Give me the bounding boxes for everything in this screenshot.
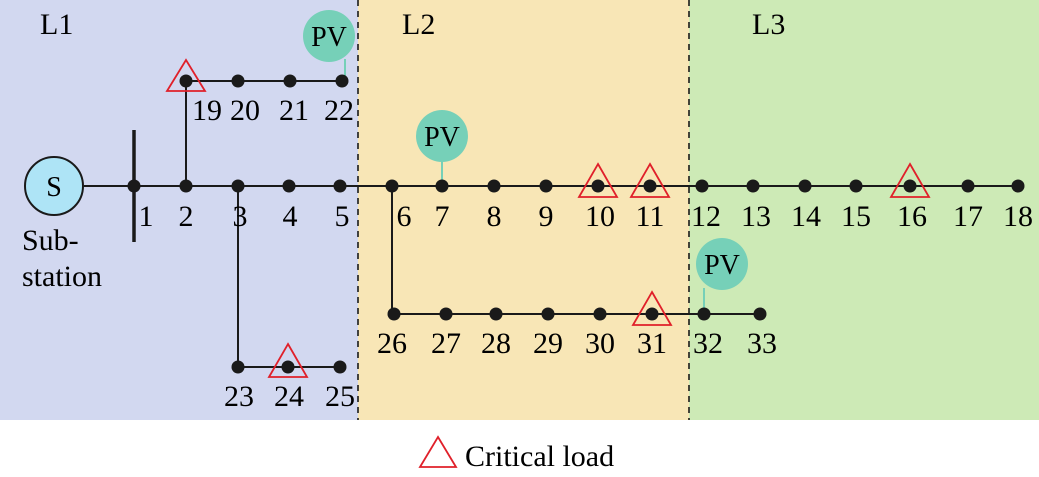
bus-node-6 bbox=[385, 179, 399, 193]
legend: Critical load bbox=[418, 435, 614, 473]
bus-node-14 bbox=[798, 179, 812, 193]
bus-node-7 bbox=[435, 179, 449, 193]
pv-icon bbox=[303, 10, 355, 62]
bus-node-27 bbox=[439, 307, 453, 321]
bus-node-24 bbox=[281, 360, 295, 374]
bus-label-31: 31 bbox=[637, 327, 667, 360]
bus-label-29: 29 bbox=[533, 327, 563, 360]
bus-label-19: 19 bbox=[192, 94, 222, 127]
bus-node-32 bbox=[697, 307, 711, 321]
critical-load-triangle-bus-31 bbox=[631, 290, 673, 326]
bus-node-12 bbox=[695, 179, 709, 193]
substation-label-line1: Sub- bbox=[22, 224, 79, 257]
critical-load-triangle-bus-11 bbox=[629, 162, 671, 198]
bus-label-16: 16 bbox=[897, 200, 927, 233]
critical-load-legend-label: Critical load bbox=[465, 440, 614, 473]
critical-load-triangle-bus-19 bbox=[165, 58, 207, 92]
bus-label-23: 23 bbox=[224, 380, 254, 413]
critical-load-legend-icon bbox=[418, 435, 458, 468]
bus-node-19 bbox=[179, 74, 193, 88]
bus-label-6: 6 bbox=[397, 200, 412, 233]
bus-node-21 bbox=[283, 74, 297, 88]
critical-load-markers bbox=[165, 58, 931, 378]
bus-nodes bbox=[127, 74, 1025, 374]
bus-node-2 bbox=[179, 179, 193, 193]
bus-node-23 bbox=[231, 360, 245, 374]
critical-load-triangle-bus-16 bbox=[889, 162, 931, 198]
bus-node-30 bbox=[593, 307, 607, 321]
bus-label-14: 14 bbox=[791, 200, 821, 233]
bus-labels: 1 2 3 4 5 6 7 8 9 10 11 12 13 14 15 16 1… bbox=[139, 94, 1034, 413]
pv-unit-bus-22: PV bbox=[303, 10, 355, 62]
bus-label-11: 11 bbox=[636, 200, 665, 233]
bus-label-4: 4 bbox=[283, 200, 298, 233]
bus-node-26 bbox=[387, 307, 401, 321]
bus-node-29 bbox=[541, 307, 555, 321]
substation-symbol: S bbox=[46, 172, 62, 203]
bus-node-11 bbox=[643, 179, 657, 193]
substation: S Sub- station bbox=[22, 156, 102, 293]
bus-node-4 bbox=[282, 179, 296, 193]
bus-label-30: 30 bbox=[585, 327, 615, 360]
substation-label-line2: station bbox=[22, 260, 102, 293]
bus-label-25: 25 bbox=[325, 380, 355, 413]
zone-label-l1: L1 bbox=[40, 8, 73, 41]
bus-node-3 bbox=[231, 179, 245, 193]
zone-l2-background bbox=[358, 0, 689, 420]
bus-label-27: 27 bbox=[431, 327, 461, 360]
pv-icon bbox=[696, 238, 748, 290]
zone-label-l2: L2 bbox=[402, 8, 435, 41]
bus-label-15: 15 bbox=[841, 200, 871, 233]
bus-node-13 bbox=[746, 179, 760, 193]
critical-load-triangle-bus-24 bbox=[267, 342, 309, 378]
bus-node-25 bbox=[333, 360, 347, 374]
bus-label-12: 12 bbox=[691, 200, 721, 233]
bus-label-18: 18 bbox=[1003, 200, 1033, 233]
bus-node-9 bbox=[539, 179, 553, 193]
bus-node-15 bbox=[849, 179, 863, 193]
bus-label-17: 17 bbox=[953, 200, 983, 233]
bus-label-13: 13 bbox=[741, 200, 771, 233]
bus-node-1 bbox=[127, 179, 141, 193]
pv-unit-bus-32: PV bbox=[696, 238, 748, 290]
pv-icon bbox=[416, 110, 468, 162]
bus-node-16 bbox=[903, 179, 917, 193]
bus-node-18 bbox=[1011, 179, 1025, 193]
pv-unit-bus-7: PV bbox=[416, 110, 468, 162]
pv-label: PV bbox=[424, 122, 460, 153]
bus-label-3: 3 bbox=[233, 200, 248, 233]
bus-label-26: 26 bbox=[377, 327, 407, 360]
pv-label: PV bbox=[311, 22, 347, 53]
bus-label-21: 21 bbox=[279, 94, 309, 127]
bus-label-24: 24 bbox=[274, 380, 304, 413]
bus-node-22 bbox=[335, 74, 349, 88]
bus-node-31 bbox=[645, 307, 659, 321]
bus-node-20 bbox=[231, 74, 245, 88]
bus-node-8 bbox=[487, 179, 501, 193]
critical-load-triangle-bus-10 bbox=[577, 162, 619, 198]
bus-label-20: 20 bbox=[230, 94, 260, 127]
bus-label-32: 32 bbox=[693, 327, 723, 360]
bus-label-8: 8 bbox=[487, 200, 502, 233]
zone-l3-background bbox=[689, 0, 1039, 420]
bus-label-33: 33 bbox=[747, 327, 777, 360]
zone-label-l3: L3 bbox=[752, 8, 785, 41]
bus-label-10: 10 bbox=[585, 200, 615, 233]
bus-label-9: 9 bbox=[539, 200, 554, 233]
bus-label-28: 28 bbox=[481, 327, 511, 360]
bus-node-28 bbox=[489, 307, 503, 321]
bus-label-5: 5 bbox=[335, 200, 350, 233]
bus-node-10 bbox=[591, 179, 605, 193]
bus-node-33 bbox=[753, 307, 767, 321]
bus-node-5 bbox=[333, 179, 347, 193]
bus-label-7: 7 bbox=[435, 200, 450, 233]
bus-label-1: 1 bbox=[139, 200, 154, 233]
pv-label: PV bbox=[704, 250, 740, 281]
bus-node-17 bbox=[961, 179, 975, 193]
bus-label-2: 2 bbox=[179, 200, 194, 233]
substation-circle bbox=[24, 156, 84, 216]
bus-label-22: 22 bbox=[324, 94, 354, 127]
